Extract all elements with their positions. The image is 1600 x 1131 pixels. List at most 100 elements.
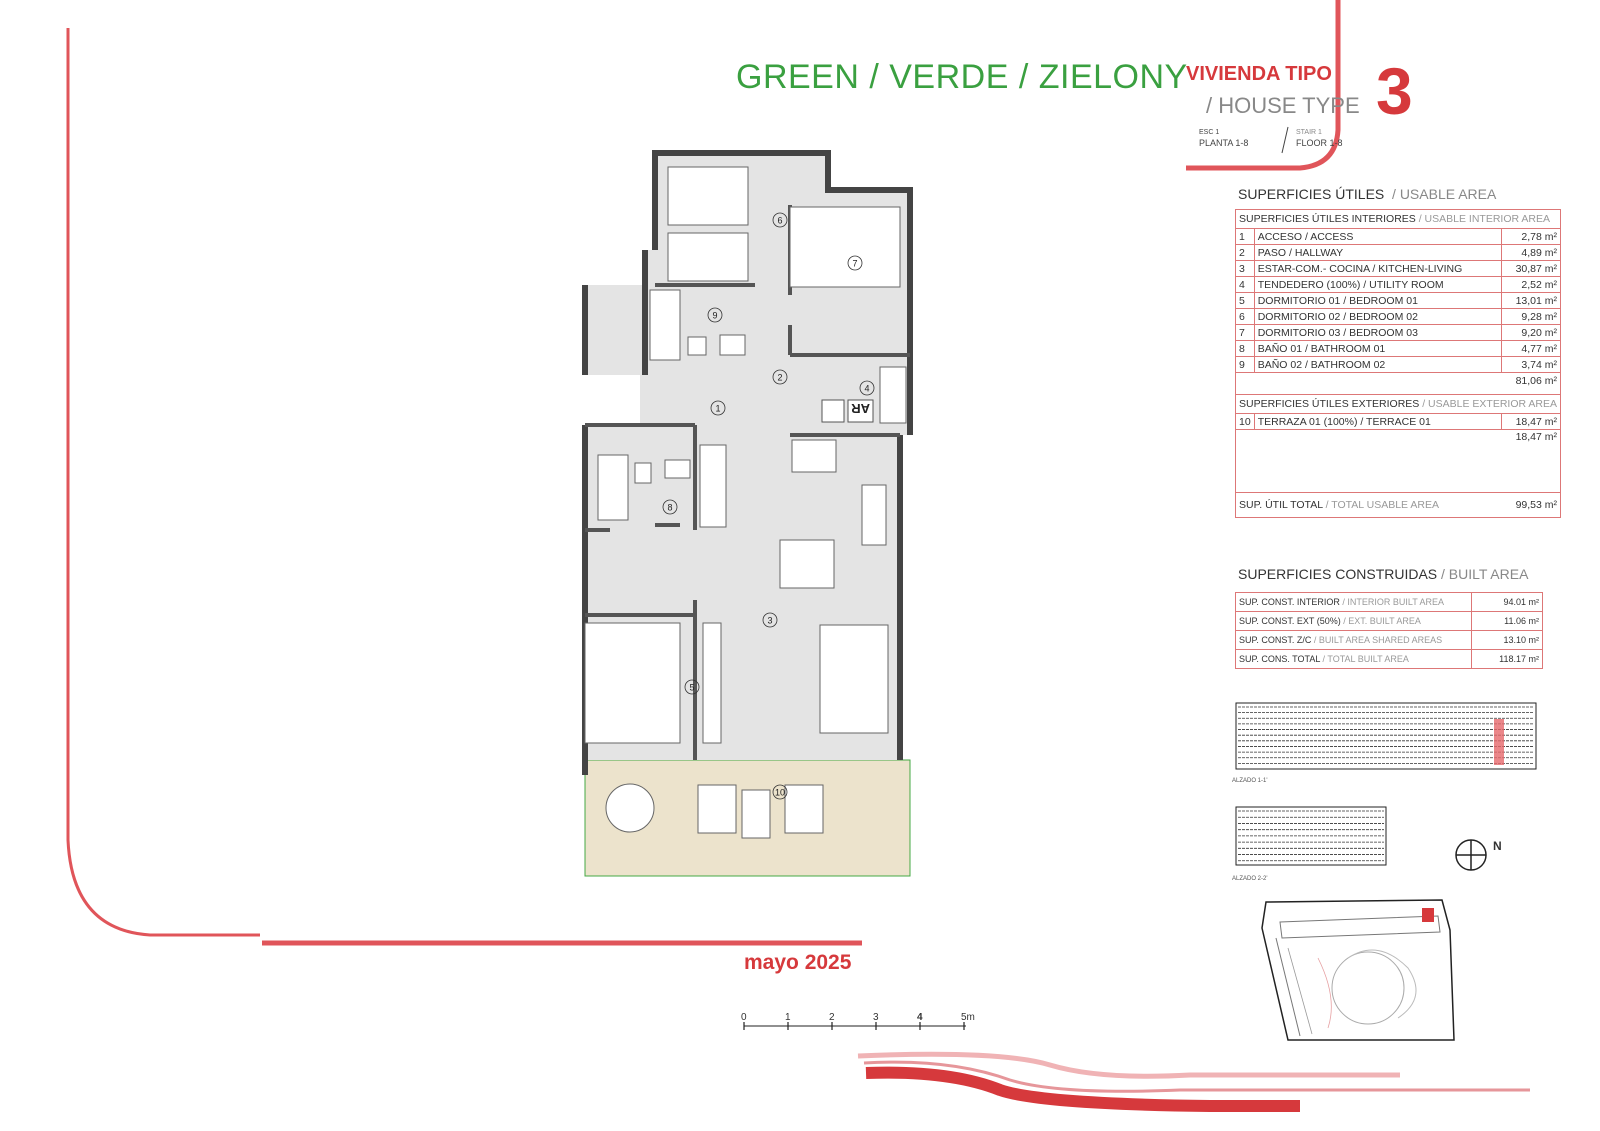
built-row: SUP. CONST. INTERIOR / INTERIOR BUILT AR… xyxy=(1235,592,1543,612)
row-name: BAÑO 01 / BATHROOM 01 xyxy=(1253,340,1503,357)
floor-plan: AR 1 2 3 4 5 6 7 8 9 10 xyxy=(582,150,913,877)
built-row-value: 11.06 m² xyxy=(1471,611,1543,631)
elevation-1-drawing xyxy=(1235,702,1537,770)
built-label-es: SUP. CONS. TOTAL xyxy=(1239,654,1321,664)
interior-header-row: SUPERFICIES ÚTILES INTERIORES / USABLE I… xyxy=(1234,209,1562,229)
room-number-text: 9 xyxy=(712,311,717,321)
row-number: 2 xyxy=(1235,244,1255,261)
row-value: 9,20 m² xyxy=(1501,324,1562,341)
room-number-text: 8 xyxy=(667,503,672,513)
row-value: 9,28 m² xyxy=(1501,308,1562,325)
built-label-en: / EXT. BUILT AREA xyxy=(1343,616,1421,626)
north-arrow-icon xyxy=(1455,839,1487,871)
row-number: 8 xyxy=(1235,340,1255,357)
room-number-10: 10 xyxy=(772,784,788,800)
built-label-es: SUP. CONST. INTERIOR xyxy=(1239,597,1340,607)
slash-divider xyxy=(1281,126,1289,154)
built-label-en: / BUILT AREA SHARED AREAS xyxy=(1313,635,1443,645)
room-number-3: 3 xyxy=(762,612,778,628)
house-type-number: 3 xyxy=(1376,54,1413,128)
built-row-label: SUP. CONST. Z/C / BUILT AREA SHARED AREA… xyxy=(1235,630,1472,650)
row-number: 5 xyxy=(1235,292,1255,309)
built-area-title-es: SUPERFICIES CONSTRUIDAS xyxy=(1238,566,1438,582)
row-name: DORMITORIO 02 / BEDROOM 02 xyxy=(1253,308,1503,325)
elevation-2-drawing xyxy=(1235,806,1387,866)
row-value: 4,89 m² xyxy=(1501,244,1562,261)
built-row-label: SUP. CONST. INTERIOR / INTERIOR BUILT AR… xyxy=(1235,592,1472,612)
room-number-text: 5 xyxy=(689,683,694,693)
terrace-table xyxy=(605,783,655,833)
usable-total-label-es: SUP. ÚTIL TOTAL xyxy=(1239,499,1323,511)
row-value: 13,01 m² xyxy=(1501,292,1562,309)
built-label-es: SUP. CONST. Z/C xyxy=(1239,635,1312,645)
row-value: 18,47 m² xyxy=(1501,413,1562,430)
built-row-label: SUP. CONS. TOTAL / TOTAL BUILT AREA xyxy=(1235,649,1472,669)
interior-header-en: / USABLE INTERIOR AREA xyxy=(1418,213,1551,225)
room-number-4: 4 xyxy=(859,380,875,396)
row-number: 10 xyxy=(1235,413,1255,430)
row-name: DORMITORIO 03 / BEDROOM 03 xyxy=(1253,324,1503,341)
spacer xyxy=(1234,388,1562,395)
room-number-8: 8 xyxy=(662,499,678,515)
row-name: ACCESO / ACCESS xyxy=(1253,228,1503,245)
built-row-value: 13.10 m² xyxy=(1471,630,1543,650)
room-number-text: 6 xyxy=(777,216,782,226)
row-number: 6 xyxy=(1235,308,1255,325)
exterior-total: 18,47 m² xyxy=(1234,429,1562,493)
exterior-header-es: SUPERFICIES ÚTILES EXTERIORES xyxy=(1239,398,1420,410)
room-number-text: 3 xyxy=(767,616,772,626)
usable-interior-table: SUPERFICIES ÚTILES INTERIORES / USABLE I… xyxy=(1234,209,1562,518)
interior-total: 81,06 m² xyxy=(1234,372,1562,388)
room-number-7: 7 xyxy=(847,255,863,271)
stair-label: STAIR 1 xyxy=(1296,129,1322,136)
room-number-5: 5 xyxy=(684,679,700,695)
usable-area-title-en: / USABLE AREA xyxy=(1392,186,1497,202)
room-number-text: 7 xyxy=(852,259,857,269)
north-label: N xyxy=(1493,839,1502,853)
room-number-text: 1 xyxy=(715,404,720,414)
room-number-text: 10 xyxy=(775,788,785,798)
usable-total-row: SUP. ÚTIL TOTAL / TOTAL USABLE AREA 99,5… xyxy=(1234,492,1562,518)
interior-header-es: SUPERFICIES ÚTILES INTERIORES xyxy=(1239,213,1416,225)
project-title: GREEN / VERDE / ZIELONY xyxy=(736,58,1188,96)
built-row-value: 94.01 m² xyxy=(1471,592,1543,612)
scale-tick-label: 2 xyxy=(829,1012,835,1023)
utility-box xyxy=(821,399,845,423)
built-label-en: / INTERIOR BUILT AREA xyxy=(1342,597,1445,607)
usable-total-label-en: / TOTAL USABLE AREA xyxy=(1325,499,1439,511)
row-number: 1 xyxy=(1235,228,1255,245)
built-area-title-en: / BUILT AREA xyxy=(1441,566,1529,582)
alzado-2-label: ALZADO 2-2' xyxy=(1232,876,1268,882)
row-value: 2,78 m² xyxy=(1501,228,1562,245)
ar-label: AR xyxy=(851,401,870,416)
scale-tick-label: 1 xyxy=(785,1012,791,1023)
vivienda-tipo-label: VIVIENDA TIPO xyxy=(1186,63,1332,85)
usable-area-title: SUPERFICIES ÚTILES / USABLE AREA xyxy=(1238,186,1496,202)
room-number-text: 4 xyxy=(864,384,869,394)
room-number-9: 9 xyxy=(707,307,723,323)
row-name: BAÑO 02 / BATHROOM 02 xyxy=(1253,356,1503,373)
room-number-2: 2 xyxy=(772,369,788,385)
scale-tick-label: 0 xyxy=(741,1012,747,1023)
row-name: PASO / HALLWAY xyxy=(1253,244,1503,261)
interior-header-cell: SUPERFICIES ÚTILES INTERIORES / USABLE I… xyxy=(1234,209,1562,229)
esc-label: ESC 1 xyxy=(1199,129,1220,136)
planta-label: PLANTA 1-8 xyxy=(1199,138,1249,148)
row-value: 4,77 m² xyxy=(1501,340,1562,357)
row-name: TENDEDERO (100%) / UTILITY ROOM xyxy=(1253,276,1503,293)
built-area-table: SUP. CONST. INTERIOR / INTERIOR BUILT AR… xyxy=(1235,592,1543,669)
usable-area-title-es: SUPERFICIES ÚTILES xyxy=(1238,186,1385,202)
exterior-total-row: 18,47 m² xyxy=(1234,429,1562,493)
